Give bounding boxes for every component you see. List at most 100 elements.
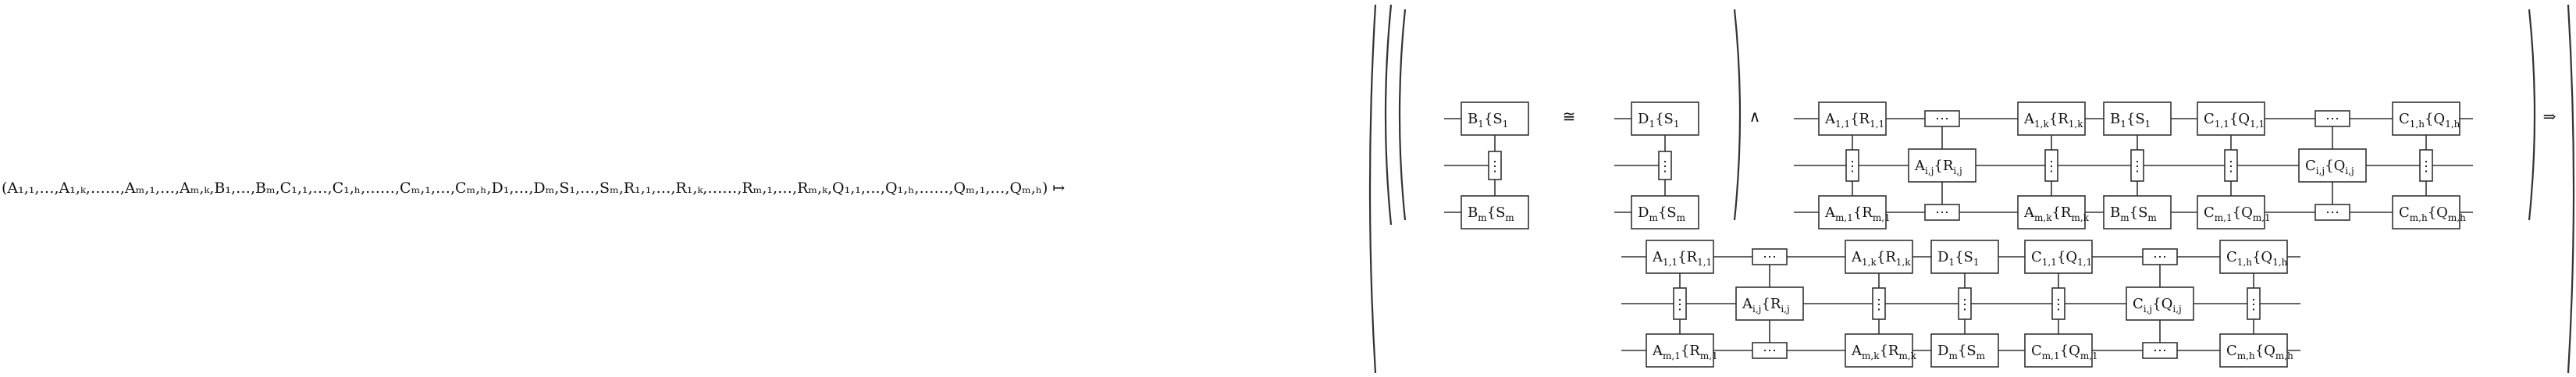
gate-label: C1,h{Q1,h xyxy=(2226,249,2288,268)
gate-label: C1,h{Q1,h xyxy=(2399,111,2460,130)
gate-cm1: Cm,1{Qm,1 xyxy=(2024,333,2098,368)
gate-label: A1,k{R1,k xyxy=(1851,249,1911,268)
gate-box xyxy=(2197,195,2265,229)
gate-aij: Ai,j{Ri,j xyxy=(1908,148,1976,183)
gate-box xyxy=(2392,195,2460,229)
inner-paren-left-2 xyxy=(1398,9,1407,221)
vdots-symbol: ⋮ xyxy=(2247,297,2261,313)
gate-box xyxy=(2103,195,2172,229)
ellipsis-box: ⋯ xyxy=(1752,342,1788,359)
gate-label: Am,1{Rm,1 xyxy=(1652,343,1718,361)
inner-paren-right-1 xyxy=(2528,9,2536,221)
ellipsis-symbol: ⋯ xyxy=(2153,343,2167,359)
vdots-box: ⋮ xyxy=(1845,149,1859,182)
gate-c1h: C1,h{Q1,h xyxy=(2392,101,2460,136)
gate-a11: A1,1{R1,1 xyxy=(1646,240,1714,274)
gate-cmh: Cm,h{Qm,h xyxy=(2219,333,2293,368)
gate-amk: Am,k{Rm,k xyxy=(2017,195,2090,229)
ellipsis-symbol: ⋯ xyxy=(1935,111,1949,127)
gate-cij: Ci,j{Qi,j xyxy=(2126,286,2194,321)
vdots-box: ⋮ xyxy=(2419,149,2433,182)
gate-label: A1,k{R1,k xyxy=(2023,111,2083,130)
gate-box xyxy=(1631,195,1699,229)
gate-label: Ai,j{Ri,j xyxy=(1742,296,1790,315)
vdots-box: ⋮ xyxy=(1488,151,1502,180)
gate-label: Am,1{Rm,1 xyxy=(1824,205,1891,223)
vdots-frame xyxy=(1658,151,1672,180)
implies-symbol: ⇒ xyxy=(2543,107,2556,126)
gate-box xyxy=(1930,333,1999,368)
gate-a1k: A1,k{R1,k xyxy=(2017,101,2086,136)
ellipsis-symbol: ⋯ xyxy=(2153,249,2167,265)
iso-symbol: ≅ xyxy=(1563,107,1576,126)
ellipsis-symbol: ⋯ xyxy=(2325,111,2339,127)
outer-paren-left xyxy=(1368,4,1377,374)
vdots-symbol: ⋮ xyxy=(1673,297,1687,313)
ellipsis-symbol: ⋯ xyxy=(2325,205,2339,221)
vdots-box: ⋮ xyxy=(2130,149,2144,182)
gate-box xyxy=(1646,240,1714,274)
vdots-symbol: ⋮ xyxy=(1488,158,1502,175)
gate-box xyxy=(1818,101,1887,136)
inner-paren-right-iso xyxy=(1733,9,1742,221)
gate-dm: Dm{Sm xyxy=(1631,195,1699,229)
ellipsis-box: ⋯ xyxy=(1924,110,1960,127)
gate-c1h: C1,h{Q1,h xyxy=(2219,240,2288,274)
ellipsis-symbol: ⋯ xyxy=(1763,343,1777,359)
vdots-symbol: ⋮ xyxy=(2419,158,2433,175)
gate-box xyxy=(1631,101,1699,136)
vdots-frame xyxy=(2130,149,2144,182)
gate-label: Cm,h{Qm,h xyxy=(2226,343,2293,361)
gate-label: Cm,1{Qm,1 xyxy=(2204,205,2271,223)
gate-box xyxy=(1930,240,1999,274)
vdots-box: ⋮ xyxy=(1872,287,1886,320)
ellipsis-symbol: ⋯ xyxy=(1763,249,1777,265)
gate-box xyxy=(2017,101,2086,136)
gate-label: C1,1{Q1,1 xyxy=(2204,111,2265,130)
gate-box xyxy=(2197,101,2265,136)
gate-label: Dm{Sm xyxy=(1937,343,1986,361)
gate-box xyxy=(2392,101,2460,136)
gate-am1: Am,1{Rm,1 xyxy=(1646,333,1718,368)
ellipsis-frame xyxy=(1924,110,1960,127)
vdots-frame xyxy=(1958,287,1972,320)
vdots-frame xyxy=(1872,287,1886,320)
vdots-frame xyxy=(2247,287,2261,320)
vdots-frame xyxy=(2224,149,2238,182)
ellipsis-box: ⋯ xyxy=(2314,204,2350,221)
vdots-symbol: ⋮ xyxy=(2224,158,2238,175)
gate-box xyxy=(1845,240,1913,274)
gate-box xyxy=(1461,101,1529,136)
gate-label: A1,1{R1,1 xyxy=(1824,111,1884,130)
inner-paren-left-1 xyxy=(1384,4,1393,226)
gate-b1: B1{S1 xyxy=(2103,101,2172,136)
ellipsis-frame xyxy=(2314,110,2350,127)
vdots-symbol: ⋮ xyxy=(1658,158,1672,175)
gate-box xyxy=(2126,286,2194,321)
gate-label: Dm{Sm xyxy=(1638,205,1686,223)
vdots-frame xyxy=(2051,287,2065,320)
gate-label: Ci,j{Qi,j xyxy=(2133,296,2182,315)
ellipsis-frame xyxy=(2314,204,2350,221)
ellipsis-box: ⋯ xyxy=(1752,248,1788,265)
gate-d1: D1{S1 xyxy=(1930,240,1999,274)
gate-d1: D1{S1 xyxy=(1631,101,1699,136)
gate-label: D1{S1 xyxy=(1937,249,1980,268)
vdots-frame xyxy=(2044,149,2058,182)
gate-bm: Bm{Sm xyxy=(1461,195,1529,229)
gate-box xyxy=(1908,148,1976,183)
gate-label: Ai,j{Ri,j xyxy=(1914,158,1962,176)
gate-label: Am,k{Rm,k xyxy=(2023,205,2090,223)
vdots-box: ⋮ xyxy=(2224,149,2238,182)
ellipsis-frame xyxy=(2142,342,2178,359)
vdots-symbol: ⋮ xyxy=(1872,297,1886,313)
gate-label: Bm{Sm xyxy=(2110,205,2157,223)
ellipsis-box: ⋯ xyxy=(1924,204,1960,221)
gate-label: Ci,j{Qi,j xyxy=(2305,158,2354,176)
gate-box xyxy=(2298,148,2367,183)
gate-label: A1,1{R1,1 xyxy=(1652,249,1712,268)
gate-c11: C1,1{Q1,1 xyxy=(2197,101,2265,136)
gate-box xyxy=(1818,195,1887,229)
gate-box xyxy=(2024,333,2093,368)
